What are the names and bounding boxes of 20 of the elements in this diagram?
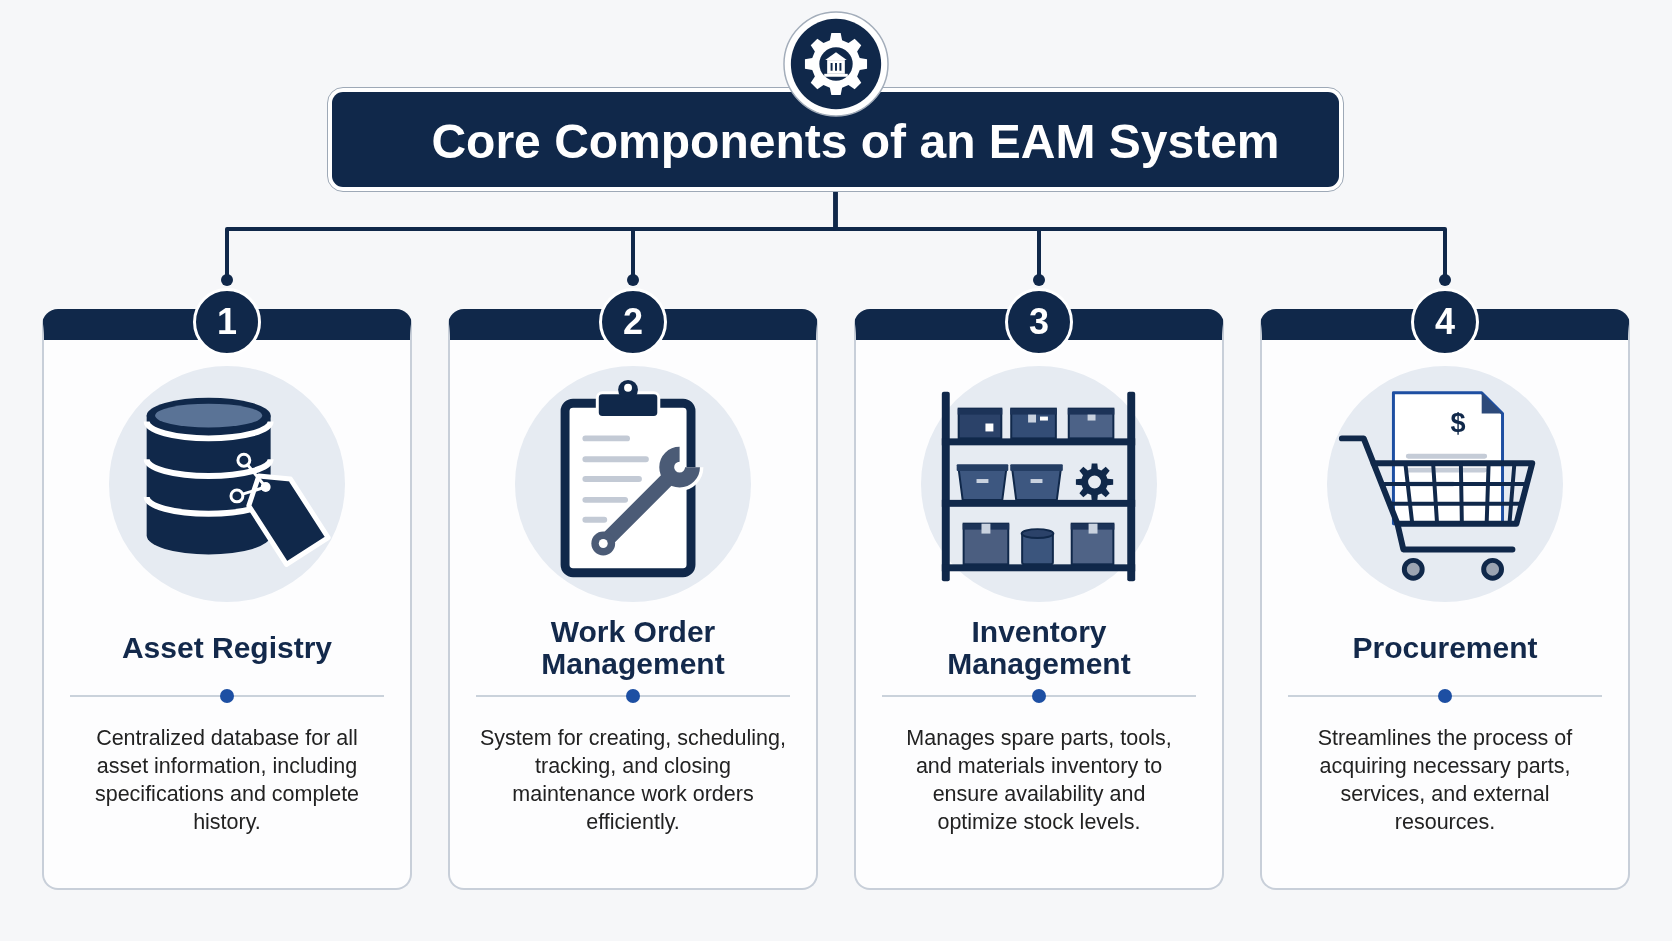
component-card <box>1260 309 1630 890</box>
card-description: Centralized database for all asset information, including specifications and complete history. <box>93 725 361 836</box>
step-number: 2 <box>623 304 643 340</box>
card-description: Streamlines the process of acquiring necessary parts, services, and external resources. <box>1316 725 1574 836</box>
card-heading: Procurement <box>1352 632 1538 664</box>
title-text: Core Components of an EAM System <box>431 118 1280 166</box>
connector <box>833 192 1451 286</box>
currency-symbol: $ <box>1450 409 1466 437</box>
component-card <box>42 309 412 890</box>
component-card <box>854 309 1224 890</box>
card-description: Manages spare parts, tools, and materials inventory to ensure availability and optimize stock levels. <box>905 725 1173 836</box>
title-banner <box>327 87 1344 192</box>
card-heading: Asset Registry <box>121 632 333 664</box>
card-heading: Work Order Management <box>540 616 726 680</box>
card-heading: Inventory Management <box>946 616 1132 680</box>
component-card <box>448 309 818 890</box>
step-number: 1 <box>217 304 237 340</box>
card-description: System for creating, scheduling, tracking, and closing maintenance work orders efficiently. <box>479 725 787 836</box>
step-number: 4 <box>1435 304 1455 340</box>
step-number: 3 <box>1029 304 1049 340</box>
